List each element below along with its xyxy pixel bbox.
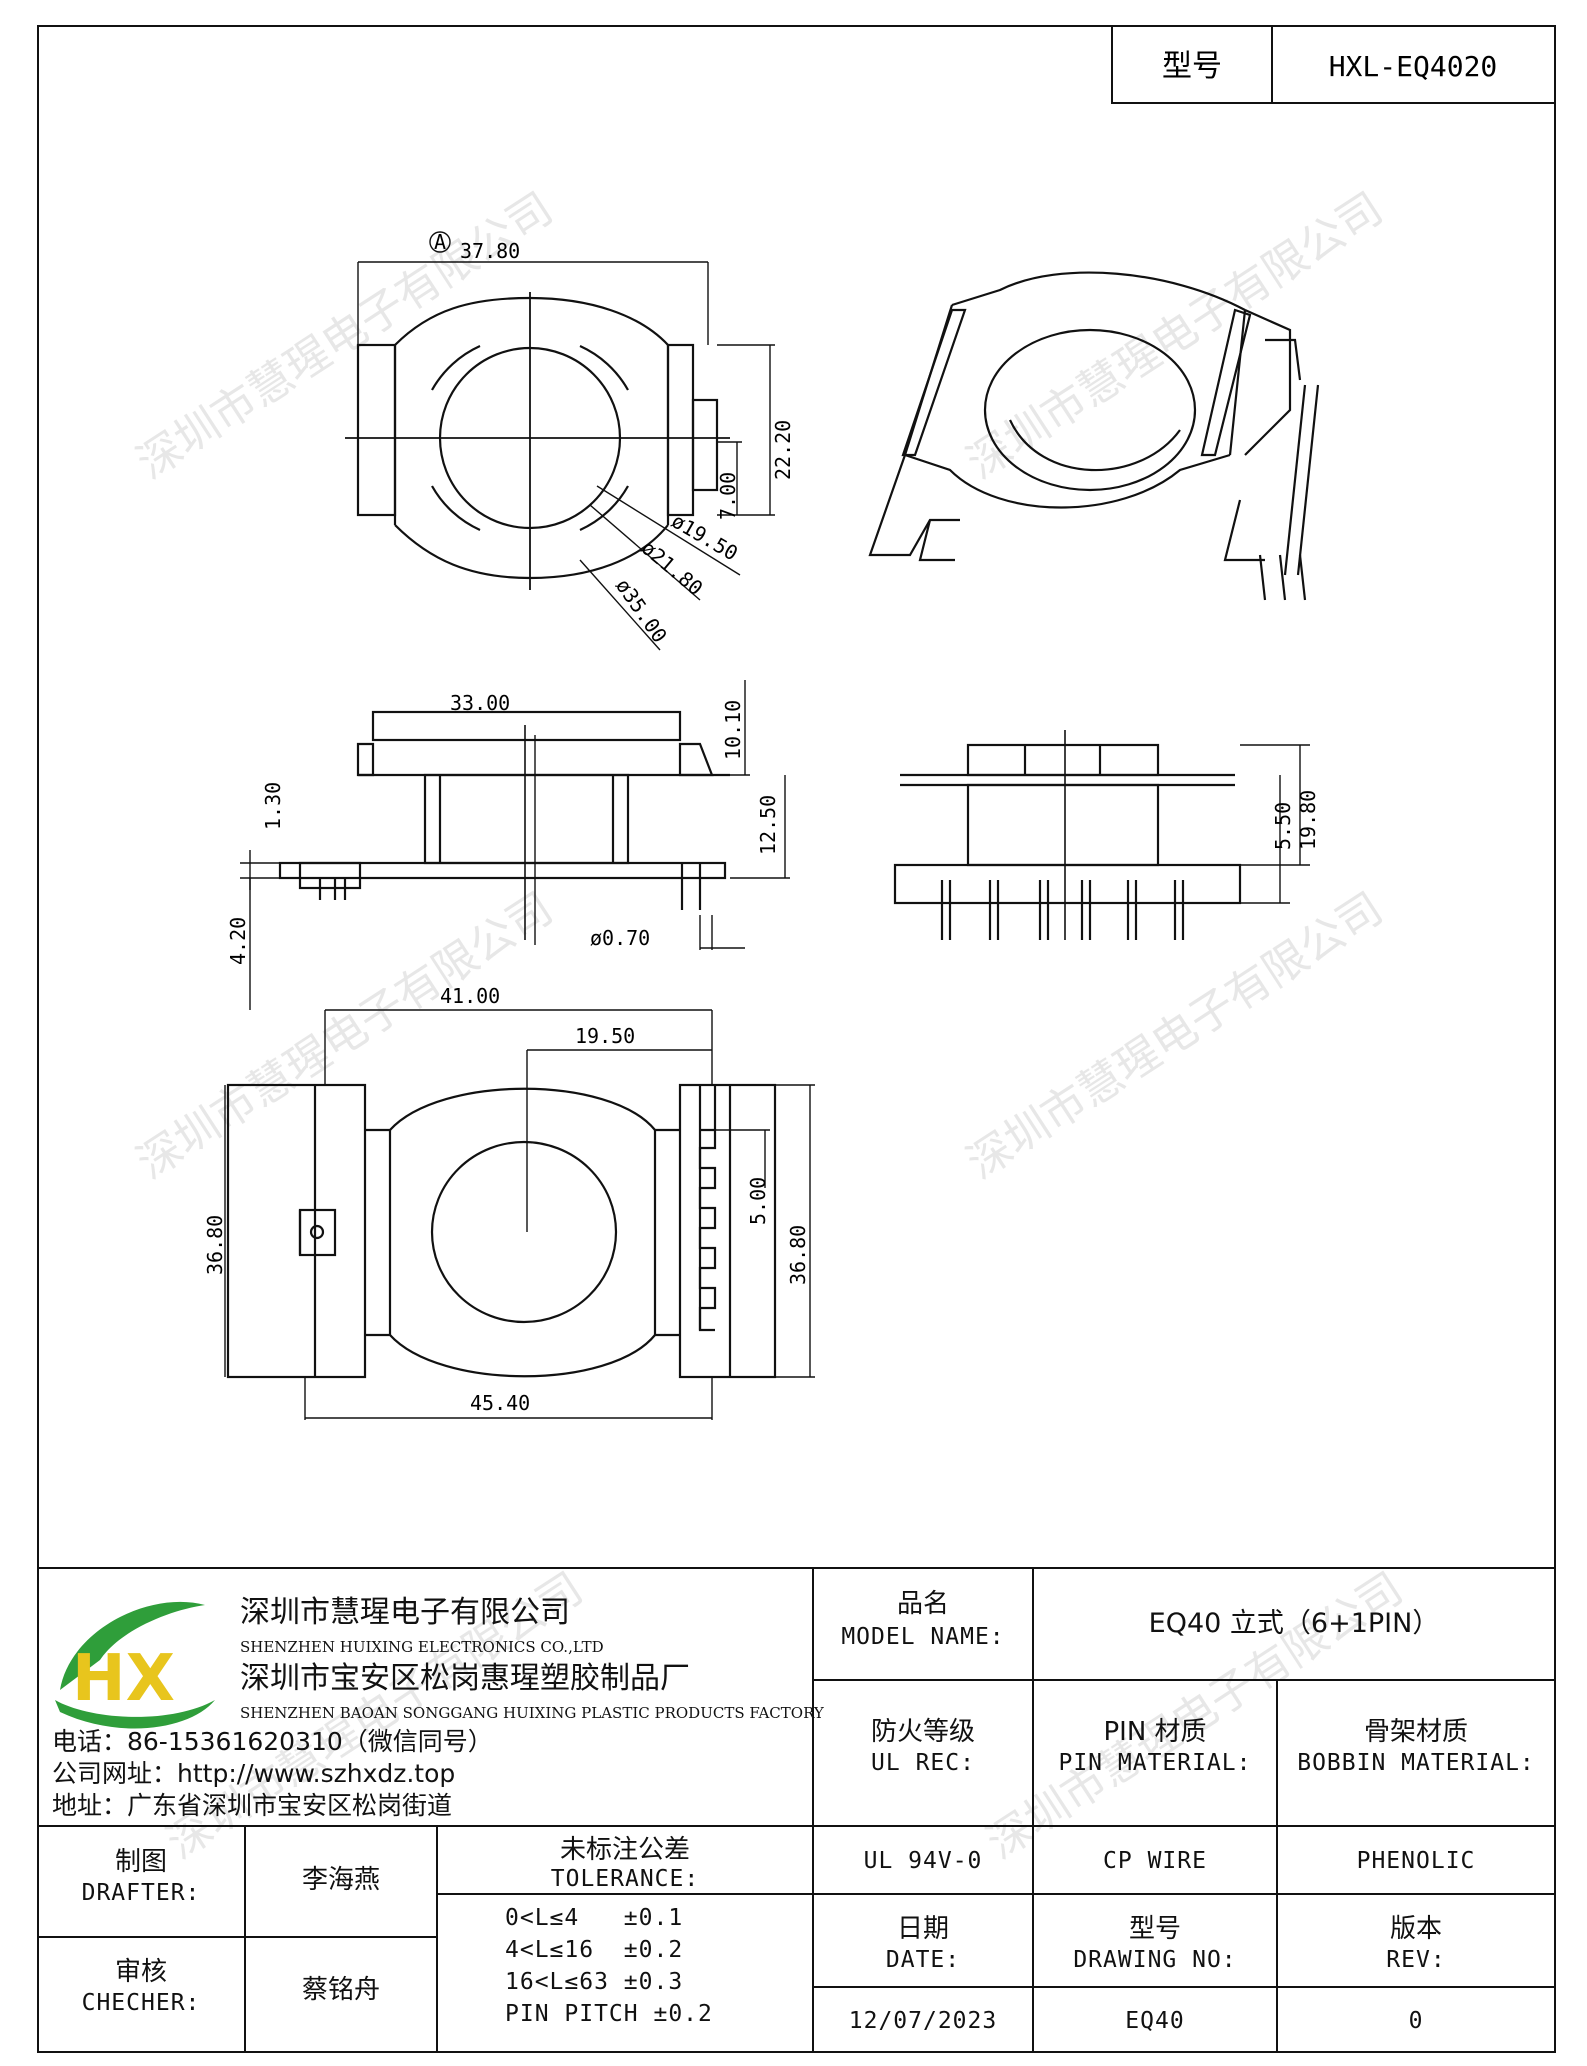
dim-s-value: 5.00 bbox=[746, 1177, 770, 1225]
watermark: 深圳市慧瑆电子有限公司 bbox=[128, 883, 562, 1189]
tolerance-line: 16<L≤63 ±0.3 bbox=[505, 1969, 683, 1995]
drawing-no-label-en: DRAWING NO: bbox=[1073, 1947, 1236, 1973]
model-value: HXL-EQ4020 bbox=[1329, 50, 1498, 83]
dim-o-value: 41.00 bbox=[440, 984, 500, 1008]
pin-material-label-en: PIN MATERIAL: bbox=[1058, 1750, 1251, 1776]
dim-f-value: ø35.00 bbox=[611, 574, 672, 647]
checker-name: 蔡铭舟 bbox=[302, 1975, 380, 2005]
rev-value: 0 bbox=[1409, 2008, 1424, 2034]
company-website: 公司网址：http://www.szhxdz.top bbox=[52, 1759, 455, 1788]
company-logo: HX bbox=[55, 1601, 215, 1729]
dim-h-value: 10.10 bbox=[721, 700, 745, 760]
dim-m: 5.50 bbox=[1271, 802, 1295, 850]
dim-h: 10.10 bbox=[721, 700, 745, 760]
dim-f: ø35.00 bbox=[611, 574, 672, 647]
watermark: 深圳市慧瑆电子有限公司 bbox=[958, 183, 1392, 489]
dim-a-value: 37.80 bbox=[460, 239, 520, 263]
tolerance-line: 0<L≤4 ±0.1 bbox=[505, 1905, 683, 1931]
tolerance-label-cn: 未标注公差 bbox=[560, 1835, 690, 1865]
company-name-en-1: SHENZHEN HUIXING ELECTRONICS CO.,LTD bbox=[240, 1638, 604, 1656]
dim-j-value: 1.30 bbox=[261, 782, 285, 830]
dim-c: 7.00 bbox=[716, 472, 740, 520]
company-phone: 电话：86-15361620310（微信同号） bbox=[52, 1727, 493, 1756]
checker-label-cn: 审核 bbox=[115, 1957, 167, 1987]
date-label-cn: 日期 bbox=[897, 1914, 949, 1944]
pin-material-value: CP WIRE bbox=[1103, 1848, 1207, 1874]
company-address: 地址：广东省深圳市宝安区松岗街道 bbox=[52, 1791, 452, 1820]
model-name-value: EQ40 立式（6+1PIN） bbox=[1149, 1608, 1440, 1639]
front-elevation-view bbox=[240, 680, 790, 1010]
dim-k-value: 4.20 bbox=[226, 917, 250, 965]
company-name-en-2: SHENZHEN BAOAN SONGGANG HUIXING PLASTIC … bbox=[240, 1704, 825, 1722]
dim-r: 36.80 bbox=[786, 1225, 810, 1285]
dim-n-value: 19.80 bbox=[1296, 790, 1320, 850]
bobbin-material-label-en: BOBBIN MATERIAL: bbox=[1297, 1750, 1535, 1776]
dim-a: A 37.80 bbox=[429, 230, 520, 263]
technical-drawing bbox=[224, 261, 1320, 1420]
dim-r-value: 36.80 bbox=[786, 1225, 810, 1285]
dim-i-value: 12.50 bbox=[756, 795, 780, 855]
tolerance-label-en: TOLERANCE: bbox=[551, 1866, 699, 1892]
company-name-cn-1: 深圳市慧瑆电子有限公司 bbox=[240, 1595, 570, 1630]
company-name-cn-2: 深圳市宝安区松岗惠瑆塑胶制品厂 bbox=[240, 1661, 690, 1696]
dim-p: 19.50 bbox=[575, 1024, 635, 1048]
checker-label-en: CHECHER: bbox=[82, 1990, 201, 2016]
dim-q: 36.80 bbox=[203, 1215, 227, 1275]
drafter-name: 李海燕 bbox=[302, 1865, 380, 1895]
rev-label-en: REV: bbox=[1386, 1947, 1445, 1973]
dim-o: 41.00 bbox=[440, 984, 500, 1008]
isometric-view bbox=[868, 271, 1320, 601]
side-elevation-view bbox=[893, 730, 1310, 940]
model-name-label-cn: 品名 bbox=[897, 1589, 949, 1619]
dim-j: 1.30 bbox=[261, 782, 285, 830]
dim-b-value: 22.20 bbox=[771, 420, 795, 480]
dim-t-value: 45.40 bbox=[470, 1391, 530, 1415]
logo-letters: HX bbox=[72, 1642, 175, 1716]
pin-material-label-cn: PIN 材质 bbox=[1103, 1717, 1206, 1747]
dim-g: 33.00 bbox=[450, 691, 510, 715]
dim-i: 12.50 bbox=[756, 795, 780, 855]
tolerance-line: PIN PITCH ±0.2 bbox=[505, 2001, 713, 2027]
model-box: 型号 HXL-EQ4020 bbox=[1111, 25, 1556, 104]
drafter-label-cn: 制图 bbox=[115, 1847, 167, 1877]
dim-g-value: 33.00 bbox=[450, 691, 510, 715]
model-label: 型号 bbox=[1162, 49, 1222, 84]
dim-q-value: 36.80 bbox=[203, 1215, 227, 1275]
top-view bbox=[345, 261, 775, 651]
drafter-label-en: DRAFTER: bbox=[82, 1880, 201, 1906]
ul-value: UL 94V-0 bbox=[864, 1848, 983, 1874]
model-name-label-en: MODEL NAME: bbox=[841, 1624, 1004, 1650]
tolerance-line: 4<L≤16 ±0.2 bbox=[505, 1937, 683, 1963]
dim-t: 45.40 bbox=[470, 1391, 530, 1415]
bobbin-material-label-cn: 骨架材质 bbox=[1364, 1717, 1468, 1747]
dim-p-value: 19.50 bbox=[575, 1024, 635, 1048]
ul-label-cn: 防火等级 bbox=[871, 1717, 975, 1747]
dim-k: 4.20 bbox=[226, 917, 250, 965]
drawing-no-label-cn: 型号 bbox=[1129, 1914, 1181, 1944]
dim-m-value: 5.50 bbox=[1271, 802, 1295, 850]
dim-n: 19.80 bbox=[1296, 790, 1320, 850]
dim-l: ø0.70 bbox=[590, 926, 650, 950]
watermark: 深圳市慧瑆电子有限公司 bbox=[128, 183, 562, 489]
dim-l-value: ø0.70 bbox=[590, 926, 650, 950]
dim-c-value: 7.00 bbox=[716, 472, 740, 520]
title-block: HX 深圳市慧瑆电子有限公司 SHENZHEN HUIXING ELECTRON… bbox=[38, 1567, 1555, 2052]
svg-text:A: A bbox=[434, 230, 446, 254]
date-value: 12/07/2023 bbox=[849, 2008, 997, 2034]
ul-label-en: UL REC: bbox=[871, 1750, 975, 1776]
bottom-view bbox=[224, 1009, 815, 1420]
sheet-border bbox=[37, 25, 1556, 2053]
bobbin-material-value: PHENOLIC bbox=[1357, 1848, 1476, 1874]
dimension-labels: A 37.80 22.20 7.00 ø19.50 ø21.80 ø35.00 … bbox=[203, 230, 1320, 1415]
dim-b: 22.20 bbox=[771, 420, 795, 480]
dim-s: 5.00 bbox=[746, 1177, 770, 1225]
date-label-en: DATE: bbox=[886, 1947, 960, 1973]
drawing-no-value: EQ40 bbox=[1125, 2008, 1184, 2034]
rev-label-cn: 版本 bbox=[1390, 1914, 1442, 1944]
